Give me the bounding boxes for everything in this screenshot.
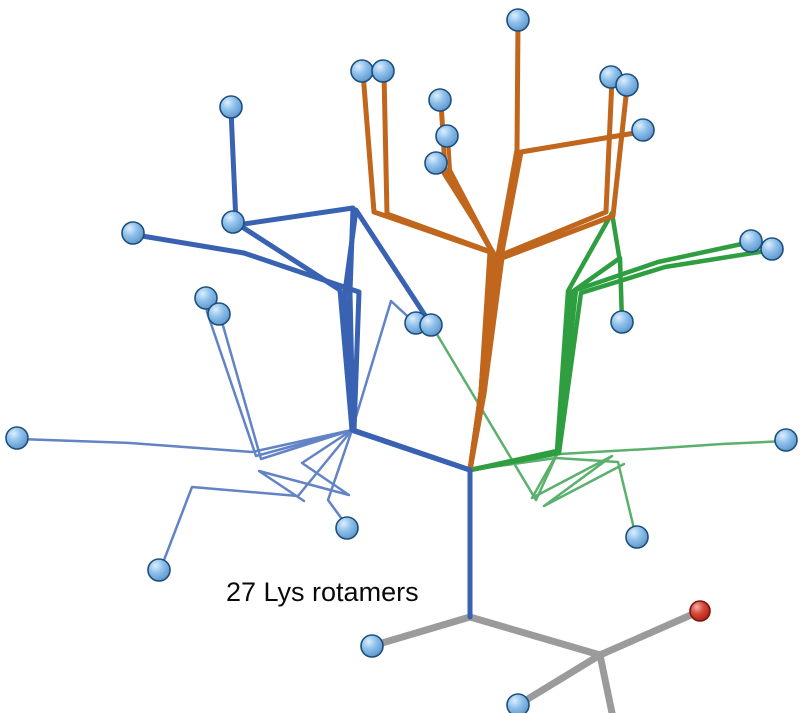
bond-blue_light: [159, 428, 472, 570]
figure-caption: 27 Lys rotamers: [226, 577, 419, 607]
nitrogen-atom-sphere[interactable]: [360, 634, 384, 658]
nitrogen-atom-sphere[interactable]: [760, 237, 784, 261]
nitrogen-atom-sphere[interactable]: [335, 516, 359, 540]
oxygen-atom-sphere[interactable]: [689, 600, 711, 622]
bond-gray: [514, 651, 604, 709]
nitrogen-atom-sphere[interactable]: [371, 59, 395, 83]
bond-blue: [133, 232, 473, 473]
nitrogen-atom-sphere[interactable]: [194, 286, 218, 310]
bond-gray: [368, 613, 604, 659]
nitrogen-atom-sphere[interactable]: [610, 310, 634, 334]
nitrogen-atom-sphere[interactable]: [121, 221, 145, 245]
nitrogen-atom-sphere[interactable]: [428, 88, 452, 112]
bond-blue_light: [257, 428, 354, 503]
nitrogen-atom-sphere[interactable]: [506, 8, 530, 32]
nitrogen-atom-sphere[interactable]: [631, 118, 655, 142]
nitrogen-atom-sphere[interactable]: [506, 693, 530, 713]
nitrogen-atom-sphere[interactable]: [221, 210, 245, 234]
bond-green_light: [530, 450, 626, 508]
nitrogen-atom-sphere[interactable]: [774, 428, 798, 452]
nitrogen-atom-sphere[interactable]: [147, 558, 171, 582]
bond-green: [467, 239, 754, 473]
bond-orange: [360, 70, 493, 473]
bond-green_light: [468, 439, 788, 472]
atom-layer: [5, 8, 798, 713]
bond-gray: [596, 607, 704, 659]
nitrogen-atom-sphere[interactable]: [350, 59, 374, 83]
nitrogen-atom-sphere[interactable]: [419, 313, 443, 337]
bond-green: [467, 210, 623, 473]
nitrogen-atom-sphere[interactable]: [739, 229, 763, 253]
nitrogen-atom-sphere[interactable]: [424, 151, 448, 175]
nitrogen-atom-sphere[interactable]: [625, 525, 649, 549]
bond-gray: [596, 651, 616, 713]
nitrogen-atom-sphere[interactable]: [5, 426, 29, 450]
nitrogen-atom-sphere[interactable]: [435, 124, 459, 148]
bond-green_light: [430, 324, 560, 502]
bond-blue: [342, 207, 473, 473]
bond-layer: [17, 19, 788, 713]
nitrogen-atom-sphere[interactable]: [207, 302, 231, 326]
nitrogen-atom-sphere[interactable]: [615, 73, 639, 97]
bond-orange: [467, 84, 630, 473]
bond-blue_light: [17, 428, 472, 472]
nitrogen-atom-sphere[interactable]: [219, 95, 243, 119]
